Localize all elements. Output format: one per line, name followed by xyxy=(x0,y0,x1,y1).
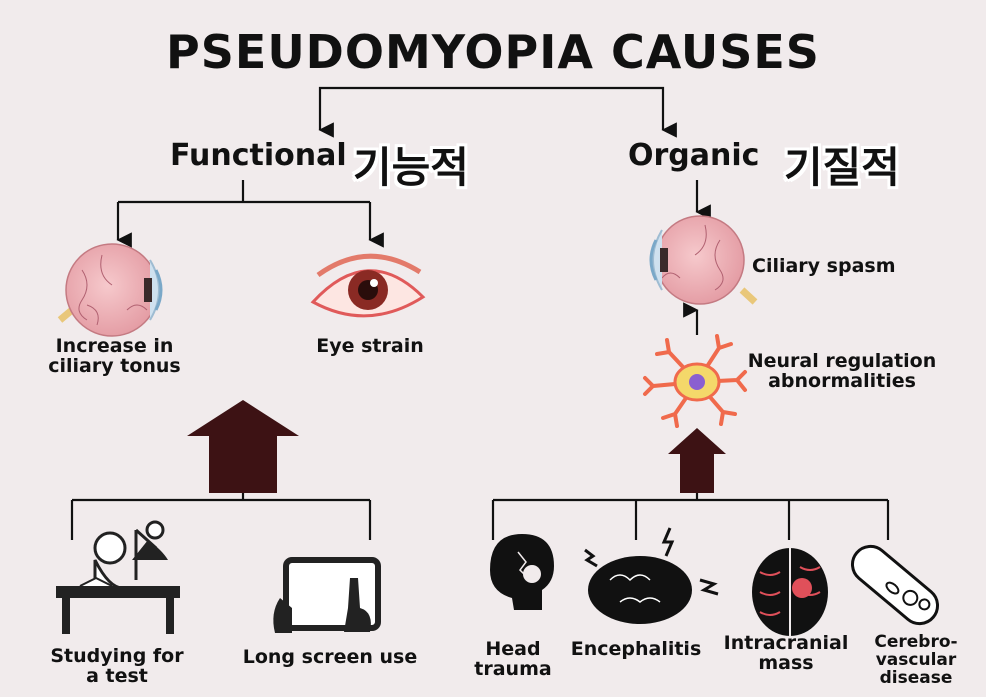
functional-connector xyxy=(116,180,384,248)
organic-up-arrow xyxy=(668,428,726,493)
functional-up-arrow xyxy=(187,400,299,493)
neuron-icon xyxy=(643,334,747,428)
brain-inflamed-icon xyxy=(584,527,719,624)
trigger-intracranial-mass: Intracranial mass xyxy=(723,632,849,674)
functional-triggers-bracket xyxy=(70,493,372,540)
organic-ciliary-spasm: Ciliary spasm xyxy=(752,255,896,277)
skull-icon xyxy=(490,534,554,610)
cause-eye-strain: Eye strain xyxy=(316,335,424,357)
trigger-screen-use: Long screen use xyxy=(242,646,418,668)
functional-label: Functional xyxy=(170,138,347,173)
brain-mass-icon xyxy=(752,548,828,636)
trigger-encephalitis: Encephalitis xyxy=(570,638,702,660)
diagram-title: PSEUDOMYOPIA CAUSES xyxy=(166,25,820,79)
eye-anatomy-icon xyxy=(57,243,163,337)
organic-neural-regulation: Neural regulation abnormalities xyxy=(747,350,937,392)
title-connector xyxy=(318,86,677,138)
organic-korean-label: 기질적 xyxy=(784,143,900,192)
trigger-cerebrovascular: Cerebro-vascular disease xyxy=(874,632,958,688)
tablet-hands-icon xyxy=(273,557,381,633)
blood-vessel-icon xyxy=(850,544,940,626)
trigger-studying: Studying for a test xyxy=(50,645,184,687)
eye-anatomy-icon xyxy=(649,215,758,305)
eye-strain-icon xyxy=(310,253,426,318)
functional-korean-label: 기능적 xyxy=(353,143,469,192)
cause-ciliary-tonus: Increase in ciliary tonus xyxy=(48,335,181,377)
trigger-head-trauma: Head trauma xyxy=(474,638,552,680)
student-desk-icon xyxy=(56,520,180,634)
organic-label: Organic xyxy=(628,138,760,173)
organic-triggers-bracket xyxy=(491,493,890,540)
